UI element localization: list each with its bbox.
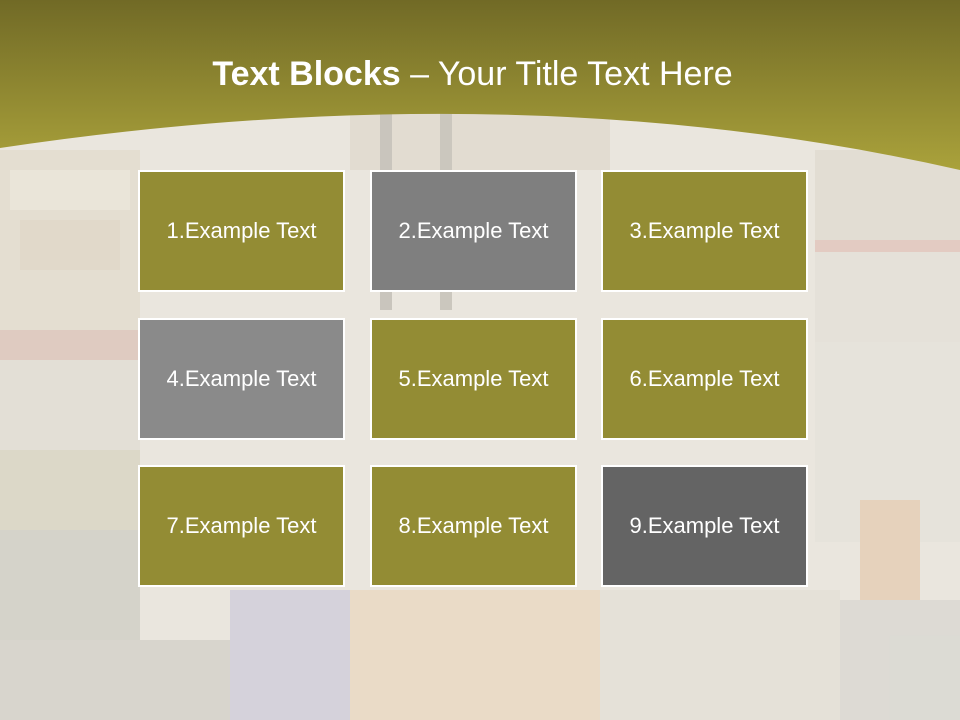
text-block-8[interactable]: 8.Example Text <box>370 465 577 587</box>
text-block-2[interactable]: 2.Example Text <box>370 170 577 292</box>
header-band <box>0 0 960 170</box>
text-block-5[interactable]: 5.Example Text <box>370 318 577 440</box>
slide-title: Text Blocks – Your Title Text Here <box>0 55 945 94</box>
text-block-label: 1.Example Text <box>166 218 317 243</box>
text-block-label: 8.Example Text <box>398 513 549 538</box>
text-block-6[interactable]: 6.Example Text <box>601 318 808 440</box>
text-block-label: 5.Example Text <box>398 366 549 391</box>
text-block-1[interactable]: 1.Example Text <box>138 170 345 292</box>
slide-title-rest: – Your Title Text Here <box>400 55 733 93</box>
text-block-9[interactable]: 9.Example Text <box>601 465 808 587</box>
text-block-label: 6.Example Text <box>629 366 780 391</box>
text-block-label: 9.Example Text <box>629 513 780 538</box>
text-block-4[interactable]: 4.Example Text <box>138 318 345 440</box>
text-block-3[interactable]: 3.Example Text <box>601 170 808 292</box>
text-block-label: 2.Example Text <box>398 218 549 243</box>
slide-title-bold: Text Blocks <box>212 55 401 93</box>
text-block-7[interactable]: 7.Example Text <box>138 465 345 587</box>
text-block-label: 7.Example Text <box>166 513 317 538</box>
text-blocks-grid: 1.Example Text 2.Example Text 3.Example … <box>138 170 815 594</box>
text-block-label: 3.Example Text <box>629 218 780 243</box>
text-block-label: 4.Example Text <box>166 366 317 391</box>
